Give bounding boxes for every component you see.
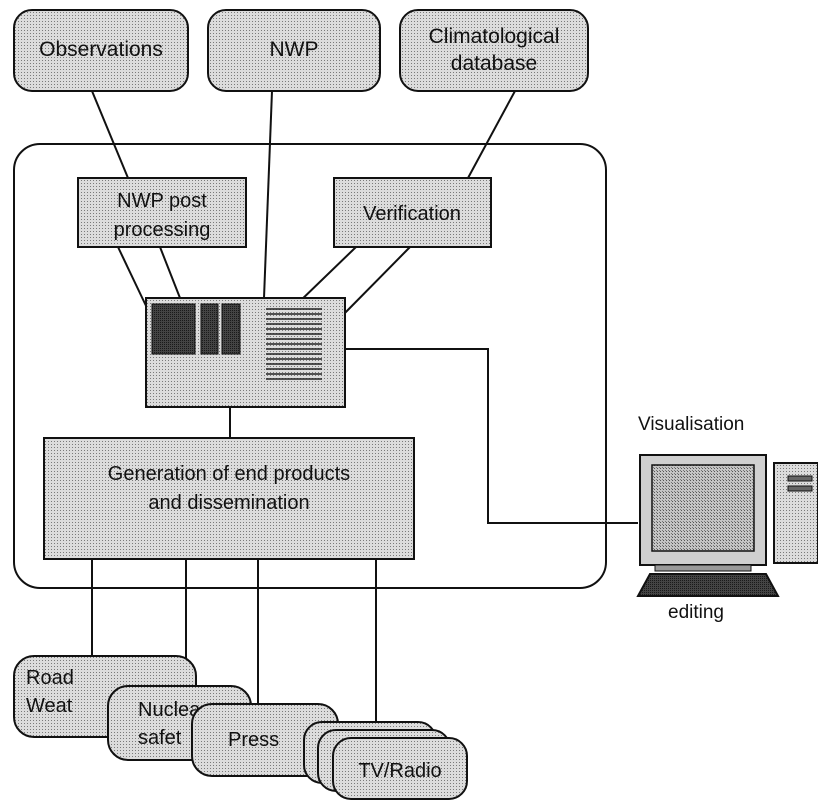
nuclear-label-line2: safet xyxy=(138,727,182,749)
output-tv-radio-stack: TV/Radio xyxy=(303,721,468,800)
connector-postprocessing-workstation-left xyxy=(117,246,149,311)
generation-label-line1: Generation of end products xyxy=(108,463,350,485)
connector-observations-postprocessing xyxy=(91,90,129,179)
output-press: Press xyxy=(191,703,339,777)
connector-lines xyxy=(91,90,638,738)
verification-label: Verification xyxy=(363,203,461,225)
connector-climatological-verification xyxy=(467,90,516,179)
climatological-label-line1: Climatological xyxy=(429,25,560,48)
system-boundary xyxy=(13,143,607,589)
nuclear-label-line1: Nuclea xyxy=(138,699,201,721)
generation-label-line2: and dissemination xyxy=(148,492,309,514)
connector-nwp-workstation xyxy=(263,90,273,299)
verification-box: Verification xyxy=(333,177,492,248)
keyboard-icon xyxy=(636,573,780,597)
connector-workstation-visualisation xyxy=(345,348,638,524)
nwp-label: NWP xyxy=(270,38,319,61)
visualisation-label: Visualisation xyxy=(638,414,744,435)
tv-radio-label: TV/Radio xyxy=(358,760,441,782)
source-climatological-database: Climatological database xyxy=(399,9,589,92)
connector-postprocessing-workstation-right xyxy=(159,246,181,299)
editing-label: editing xyxy=(668,602,724,623)
nwp-post-label-line1: NWP post xyxy=(117,190,207,212)
nwp-post-processing-box: NWP post processing xyxy=(77,177,247,248)
source-observations: Observations xyxy=(13,9,189,92)
observations-label: Observations xyxy=(39,38,163,61)
generation-box: Generation of end products and dissemina… xyxy=(43,437,415,560)
text-lines xyxy=(266,308,322,380)
connector-verification-workstation-right xyxy=(337,246,411,321)
road-label-line2: Weat xyxy=(26,695,73,717)
connector-verification-workstation-left xyxy=(295,246,357,306)
central-display-icon xyxy=(145,297,346,408)
climatological-label-line2: database xyxy=(451,52,537,75)
press-label: Press xyxy=(228,729,279,751)
computer-workstation-icon xyxy=(636,454,818,597)
road-label-line1: Road xyxy=(26,667,74,689)
nwp-post-label-line2: processing xyxy=(114,219,211,241)
source-nwp: NWP xyxy=(207,9,381,92)
